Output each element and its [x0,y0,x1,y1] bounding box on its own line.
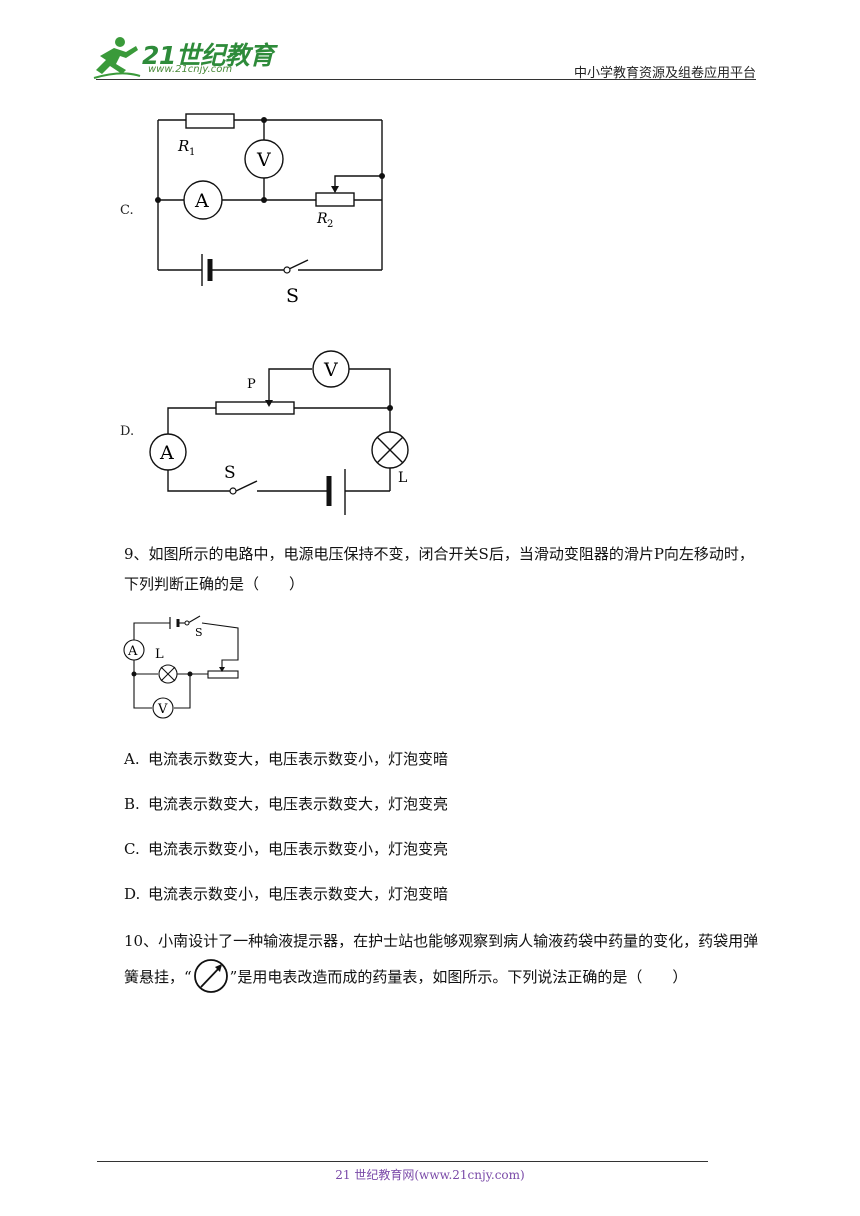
switch-label-d: S [224,463,236,483]
lamp-label-q9: L [155,647,164,662]
option-d-label: D. [120,424,135,439]
circuit-diagram-c: R 1 V A R 2 S [155,113,385,307]
q9-option-d[interactable]: D.电流表示数变小，电压表示数变大，灯泡变暗 [124,885,449,903]
footer-source: 21 世纪教育网(www.21cnjy.com) [335,1168,525,1182]
switch-lever [286,259,309,271]
switch-lever-d [235,480,258,492]
switch-label: S [286,285,299,307]
switch-q9 [187,615,201,624]
voltmeter-label: V [256,149,271,171]
resistor-r1 [185,113,235,129]
site-logo [93,37,141,79]
svg-text:1: 1 [189,147,195,158]
lamp-label: L [398,470,407,486]
q9-stem-line2: 下列判断正确的是（ ） [124,575,305,593]
footer-divider [97,1161,708,1162]
circuit-diagram-q9: A L S V [123,615,239,719]
q10-stem-line1: 10、小南设计了一种输液提示器，在护士站也能够观察到病人输液药袋中药量的变化，药… [124,932,759,950]
rheostat [215,401,295,415]
r2-label: R [316,211,328,227]
ammeter-label: A [194,190,209,212]
q9-option-a[interactable]: A.电流表示数变大，电压表示数变小，灯泡变暗 [124,750,449,768]
header-platform-title: 中小学教育资源及组卷应用平台 [573,66,756,81]
circuit-diagram-d: P V A S L [149,350,409,515]
rheostat-r2 [315,192,355,207]
q9-stem-line1: 9、如图所示的电路中，电源电压保持不变，闭合开关S后，当滑动变阻器的滑片P向左移… [124,545,754,563]
switch-label-q9: S [195,626,203,639]
gauge-meter-icon [193,959,228,993]
ammeter-label-q9: A [127,644,138,659]
voltmeter-label-q9: V [157,702,168,717]
svg-text:2: 2 [327,219,333,230]
ammeter-label-d: A [159,442,174,464]
option-c-label: C. [120,203,134,218]
voltmeter-label-d: V [323,359,338,381]
runner-icon [93,37,141,79]
slider-p-label: P [247,377,256,392]
r1-label: R [177,137,189,155]
logo-url: www.21cnjy.com [148,64,233,75]
header-divider [96,79,756,80]
q9-option-c[interactable]: C.电流表示数变小，电压表示数变小，灯泡变亮 [124,840,449,858]
q9-option-b[interactable]: B.电流表示数变大，电压表示数变大，灯泡变亮 [124,795,449,813]
logo-wordmark: 21世纪教育 [142,41,274,70]
q10-stem-line2: 簧悬挂，“ ”是用电表改造而成的药量表，如图所示。下列说法正确的是（ ） [124,957,687,995]
